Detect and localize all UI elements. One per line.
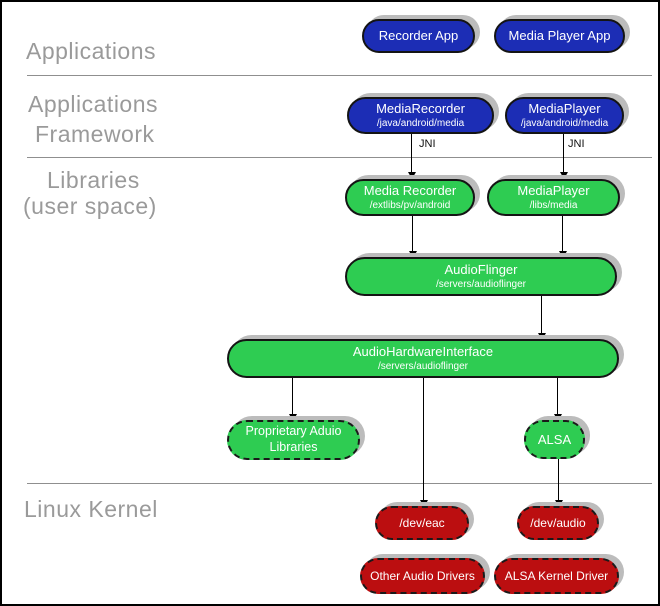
node-dev-audio: /dev/audio xyxy=(517,506,599,540)
node-subtitle: /libs/media xyxy=(529,199,578,211)
node-title: /dev/audio xyxy=(530,515,586,530)
node-title: ALSA xyxy=(537,431,572,447)
node-title: Other Audio Drivers xyxy=(370,568,475,583)
node-title: AudioFlinger xyxy=(444,262,518,278)
node-mediaplayer-lib: MediaPlayer /libs/media xyxy=(487,179,620,216)
node-subtitle: /java/android/media xyxy=(376,117,465,129)
layer-label-libraries-line1: Libraries xyxy=(47,167,140,193)
node-subtitle: /java/android/media xyxy=(520,117,609,129)
node-proprietary-audio-libraries: Proprietary Aduio Libraries xyxy=(227,420,360,460)
divider-framework-libraries xyxy=(27,157,652,158)
jni-label-left: JNI xyxy=(419,138,436,150)
node-title: Media Player App xyxy=(508,28,611,44)
node-title: MediaRecorder xyxy=(376,101,465,117)
layer-label-libraries-line2: (user space) xyxy=(23,193,157,219)
node-title: Proprietary Aduio Libraries xyxy=(245,424,342,454)
node-media-recorder-lib: Media Recorder /extlibs/pv/android xyxy=(345,179,475,216)
node-title: MediaPlayer xyxy=(517,183,590,199)
divider-applications-framework xyxy=(27,75,652,76)
layer-label-framework-line2: Framework xyxy=(35,121,155,147)
node-title: ALSA Kernel Driver xyxy=(504,568,609,583)
node-title: Media Recorder xyxy=(363,183,457,199)
divider-libraries-kernel xyxy=(27,483,652,484)
node-alsa-kernel-driver: ALSA Kernel Driver xyxy=(494,558,619,594)
node-audioflinger: AudioFlinger /servers/audioflinger xyxy=(345,257,617,296)
node-mediarecorder-framework: MediaRecorder /java/android/media xyxy=(347,97,494,134)
node-title: Recorder App xyxy=(378,28,459,44)
node-alsa: ALSA xyxy=(524,420,585,459)
node-audiohardwareinterface: AudioHardwareInterface /servers/audiofli… xyxy=(227,339,619,378)
jni-label-right: JNI xyxy=(568,138,585,150)
node-media-player-app: Media Player App xyxy=(494,19,625,53)
node-subtitle: /extlibs/pv/android xyxy=(369,199,451,211)
node-dev-eac: /dev/eac xyxy=(375,506,469,540)
node-other-audio-drivers: Other Audio Drivers xyxy=(360,558,485,594)
layer-label-linux-kernel: Linux Kernel xyxy=(24,496,158,522)
layer-label-applications: Applications xyxy=(26,38,157,64)
node-subtitle: /servers/audioflinger xyxy=(435,278,527,290)
layer-label-framework-line1: Applications xyxy=(28,91,159,117)
node-mediaplayer-framework: MediaPlayer /java/android/media xyxy=(505,97,624,134)
node-title: AudioHardwareInterface xyxy=(352,344,494,360)
node-title: /dev/eac xyxy=(399,515,445,530)
node-title: MediaPlayer xyxy=(528,101,601,117)
node-recorder-app: Recorder App xyxy=(362,19,475,53)
node-subtitle: /servers/audioflinger xyxy=(377,360,469,372)
